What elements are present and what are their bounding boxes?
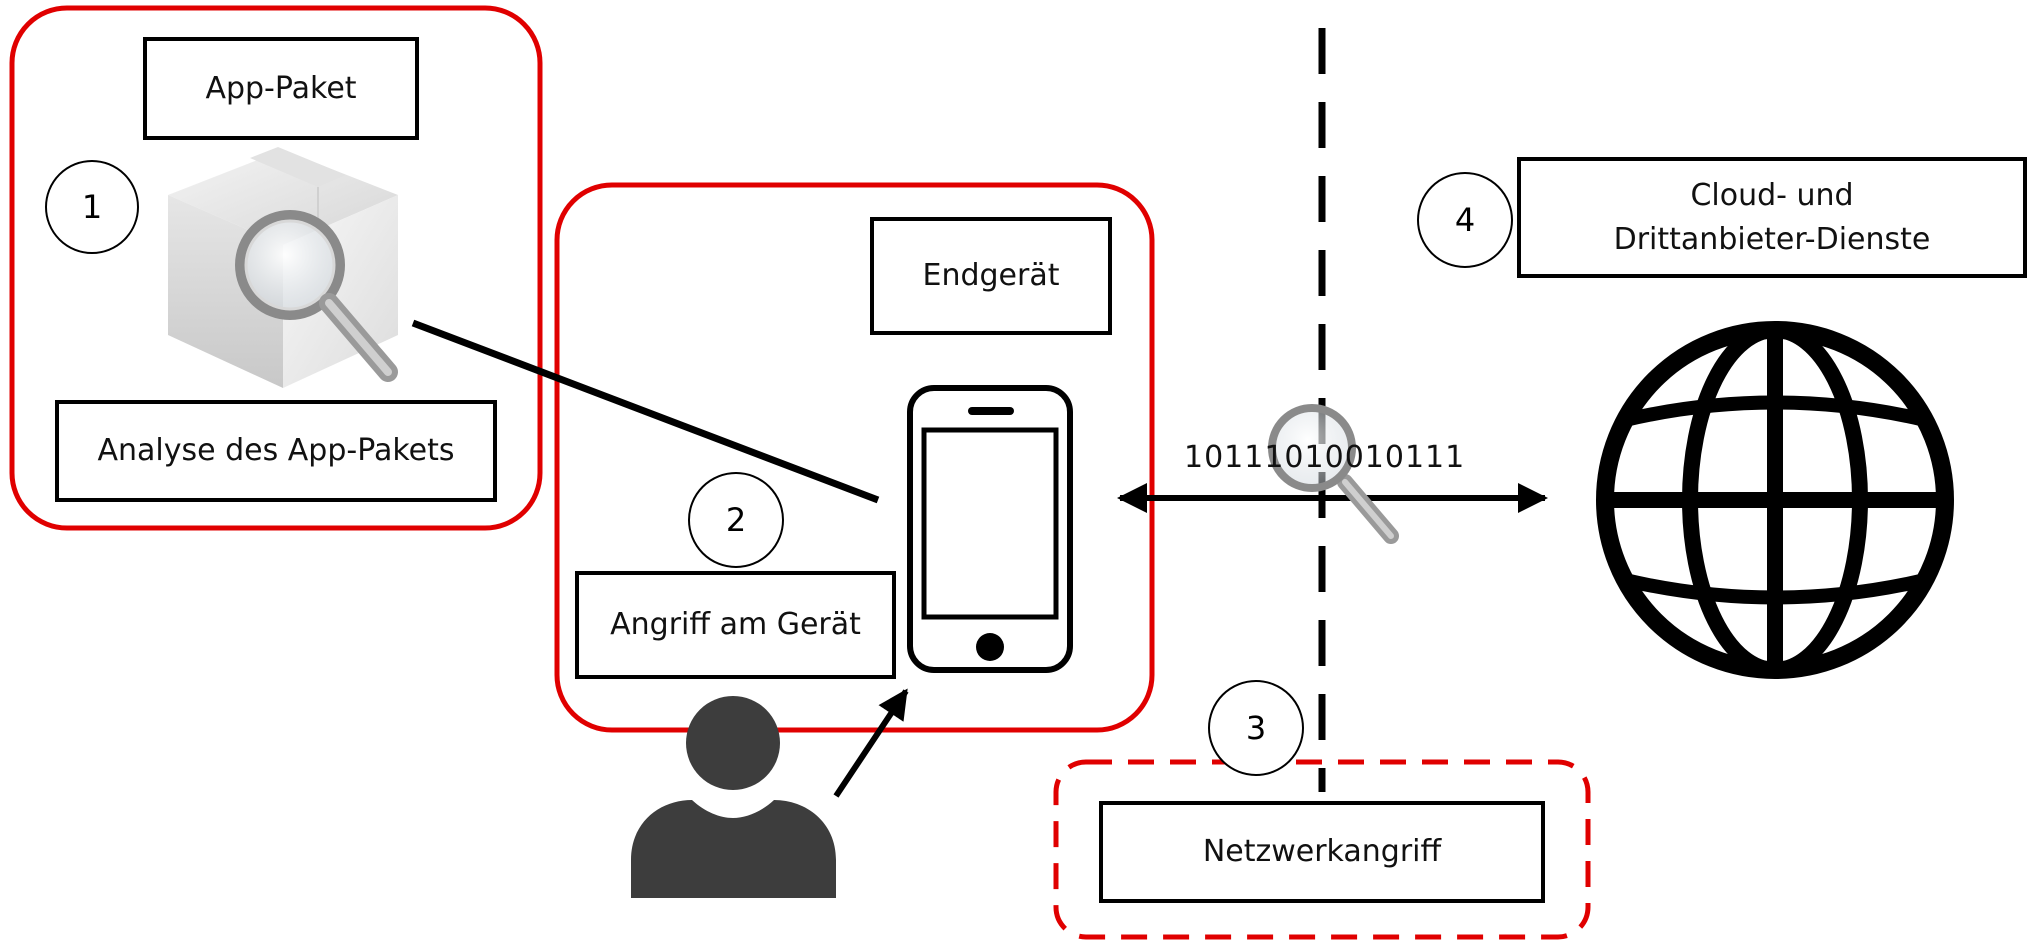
person-icon xyxy=(631,696,836,898)
cloud-title-line2: Drittanbieter-Dienste xyxy=(1613,221,1931,257)
app-package-group-outline xyxy=(9,5,543,531)
globe-icon xyxy=(1596,321,1954,679)
network-group-outline xyxy=(1053,759,1591,940)
cloud-title-line1: Cloud- und xyxy=(1690,178,1854,213)
step-number-3: 3 xyxy=(1208,680,1304,776)
device-title: Endgerät xyxy=(870,217,1112,335)
network-magnifier-icon xyxy=(1268,404,1399,544)
step-number-4: 4 xyxy=(1417,172,1513,268)
package-magnifier-icon xyxy=(168,147,398,388)
package-to-device-line xyxy=(411,319,880,504)
cloud-title: Cloud- und Drittanbieter-Dienste xyxy=(1517,157,2027,278)
device-group-outline xyxy=(554,182,1155,733)
smartphone-icon xyxy=(907,385,1073,673)
app-package-title: App-Paket xyxy=(143,37,419,140)
attacker-to-device-arrow xyxy=(833,688,909,798)
data-stream-text: 10111010010111 xyxy=(1184,440,1466,475)
step-number-1: 1 xyxy=(45,160,139,254)
app-package-caption: Analyse des App-Pakets xyxy=(55,400,497,502)
network-caption: Netzwerkangriff xyxy=(1099,801,1545,903)
step-number-2: 2 xyxy=(688,472,784,568)
device-caption: Angriff am Gerät xyxy=(575,571,896,679)
